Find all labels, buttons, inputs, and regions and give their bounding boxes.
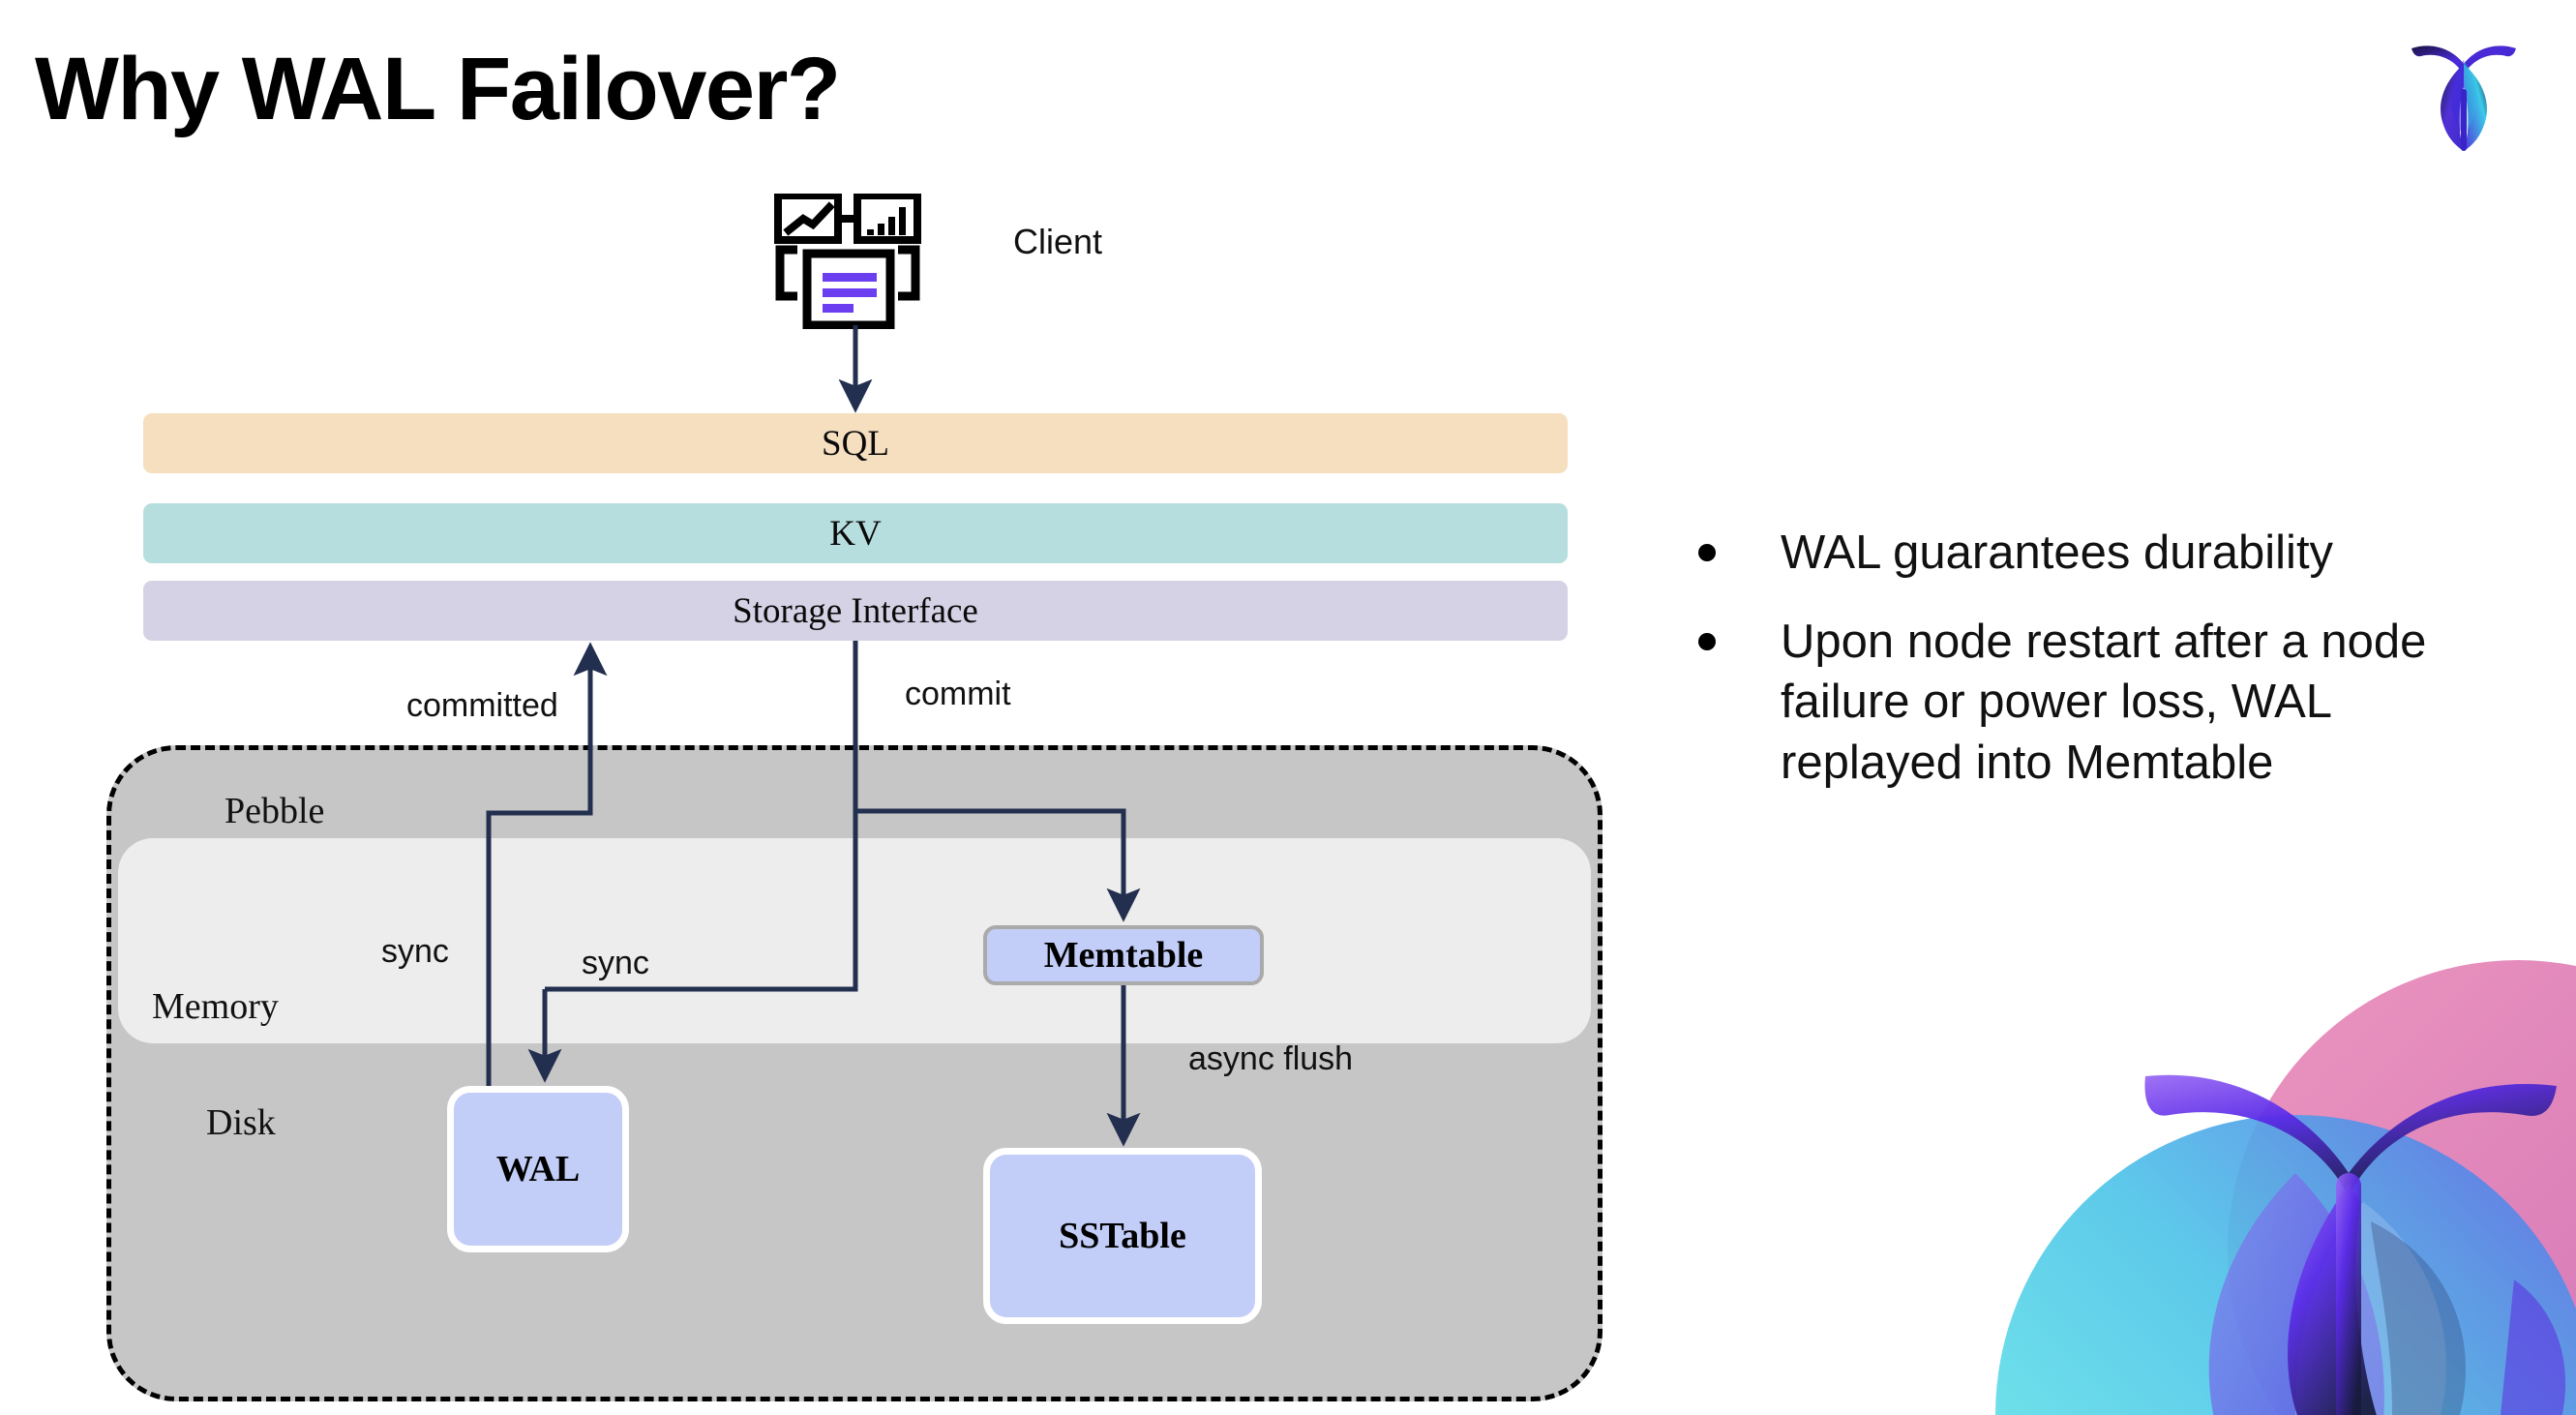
client-dashboard-icon bbox=[774, 192, 921, 330]
layer-bar-storage-interface: Storage Interface bbox=[143, 581, 1568, 641]
bullet-text: Upon node restart after a node failure o… bbox=[1781, 616, 2427, 789]
disk-label: Disk bbox=[206, 1102, 276, 1143]
entity-box-wal: WAL bbox=[447, 1086, 629, 1252]
bullet-list: WAL guarantees durability Upon node rest… bbox=[1698, 523, 2511, 822]
page-title: Why WAL Failover? bbox=[35, 40, 841, 138]
client-label: Client bbox=[1013, 222, 1103, 261]
entity-box-memtable: Memtable bbox=[983, 925, 1264, 985]
architecture-diagram: Client SQL KV Storage Interface Pebble M… bbox=[106, 192, 1603, 1401]
cockroachdb-logo-icon bbox=[2406, 31, 2522, 155]
layer-bar-sql: SQL bbox=[143, 413, 1568, 473]
edge-label-commit: commit bbox=[905, 676, 1011, 712]
bullet-text: WAL guarantees durability bbox=[1781, 527, 2334, 579]
bullet-dot-icon bbox=[1698, 633, 1716, 651]
memory-region bbox=[118, 838, 1591, 1043]
list-item: Upon node restart after a node failure o… bbox=[1698, 612, 2511, 793]
edge-label-committed: committed bbox=[406, 687, 558, 724]
edge-label-async-flush: async flush bbox=[1188, 1040, 1354, 1077]
edge-label-sync-2: sync bbox=[582, 945, 649, 981]
list-item: WAL guarantees durability bbox=[1698, 523, 2511, 583]
layer-bar-kv: KV bbox=[143, 503, 1568, 563]
decorative-logo-graphic bbox=[1976, 931, 2576, 1415]
edge-label-sync-1: sync bbox=[381, 933, 449, 970]
pebble-label: Pebble bbox=[225, 791, 325, 831]
memory-label: Memory bbox=[152, 986, 279, 1027]
entity-box-sstable: SSTable bbox=[983, 1148, 1262, 1324]
bullet-dot-icon bbox=[1698, 544, 1716, 561]
